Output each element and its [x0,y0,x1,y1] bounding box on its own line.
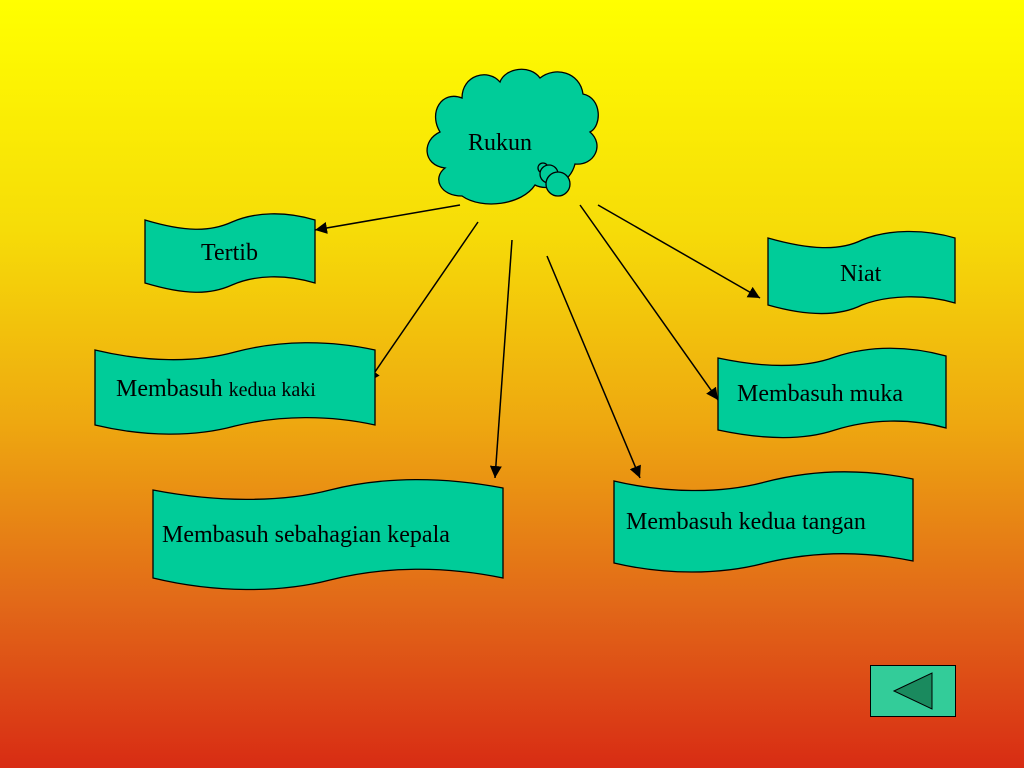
banner-kaki-shape [94,342,376,435]
banner-label-kaki: Membasuh kedua kaki [116,376,316,403]
banner-tertib-shape [144,213,316,293]
arrow-to-kepala [489,239,513,479]
arrow-to-muka [579,204,719,401]
banner-muka-shape [717,347,947,439]
banner-tangan-shape [613,471,914,573]
banner-label-kepala: Membasuh sebahagian kepala [162,522,450,548]
banner-label-niat: Niat [840,261,882,287]
arrow-to-niat [597,204,761,299]
arrow-to-tangan [546,255,641,479]
banner-label-kaki-small: kedua kaki [228,379,316,401]
banner-shapes [94,213,956,591]
arrow-to-kaki [367,221,479,383]
banner-label-kaki-main: Membasuh [116,376,223,402]
banner-label-tangan: Membasuh kedua tangan [626,509,866,535]
banner-label-tertib: Tertib [201,240,258,266]
back-button[interactable] [870,665,956,717]
banner-label-muka: Membasuh muka [737,381,903,407]
banner-kepala-shape [152,478,504,591]
left-triangle-icon [892,672,933,710]
center-label-rukun: Rukun [468,130,533,156]
arrow-to-tertib [314,204,461,234]
connector-arrows [314,204,761,479]
rukun-cloud [426,68,599,205]
banner-niat-shape [767,230,956,315]
